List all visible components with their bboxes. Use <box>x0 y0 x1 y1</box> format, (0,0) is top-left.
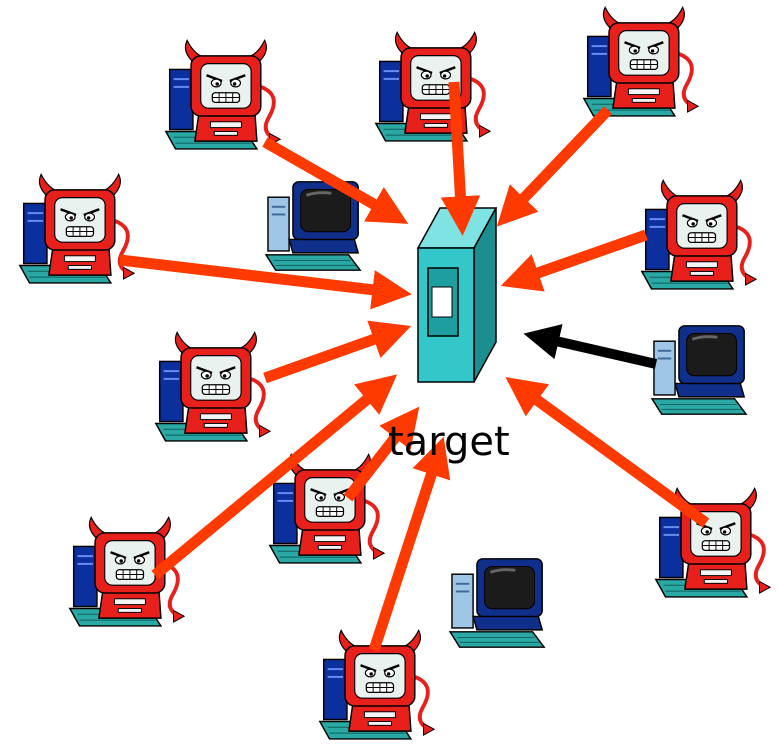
arrow-attacker-top-right <box>496 106 612 227</box>
client-right-computer-icon <box>650 324 748 416</box>
attacker-left-devil-computer-icon <box>17 172 137 285</box>
arrow-attacker-mid-left <box>263 320 412 384</box>
arrow-legitimate-client <box>523 324 658 369</box>
arrow-attacker-top-center <box>440 81 481 236</box>
arrow-attacker-lower-center <box>343 406 420 502</box>
arrow-attacker-bottom-left <box>151 374 398 580</box>
attacker-top-center-devil-computer-icon <box>373 30 493 143</box>
attacker-top-right-devil-computer-icon <box>581 5 701 118</box>
client-center-computer-icon <box>264 180 362 272</box>
attacker-top-left-devil-computer-icon <box>163 38 283 151</box>
arrow-attacker-left <box>119 254 412 310</box>
arrow-attacker-top-left <box>262 137 409 224</box>
arrow-attacker-bottom-right <box>505 377 710 528</box>
attacker-mid-left-devil-computer-icon <box>153 330 273 443</box>
attacker-right-devil-computer-icon <box>639 178 759 291</box>
target-server-icon <box>416 207 498 383</box>
arrows-layer <box>119 81 710 652</box>
arrow-attacker-bottom-center <box>368 436 451 652</box>
target-label: target <box>388 419 510 465</box>
client-bottom-computer-icon <box>448 557 546 649</box>
arrow-attacker-right <box>500 229 648 292</box>
